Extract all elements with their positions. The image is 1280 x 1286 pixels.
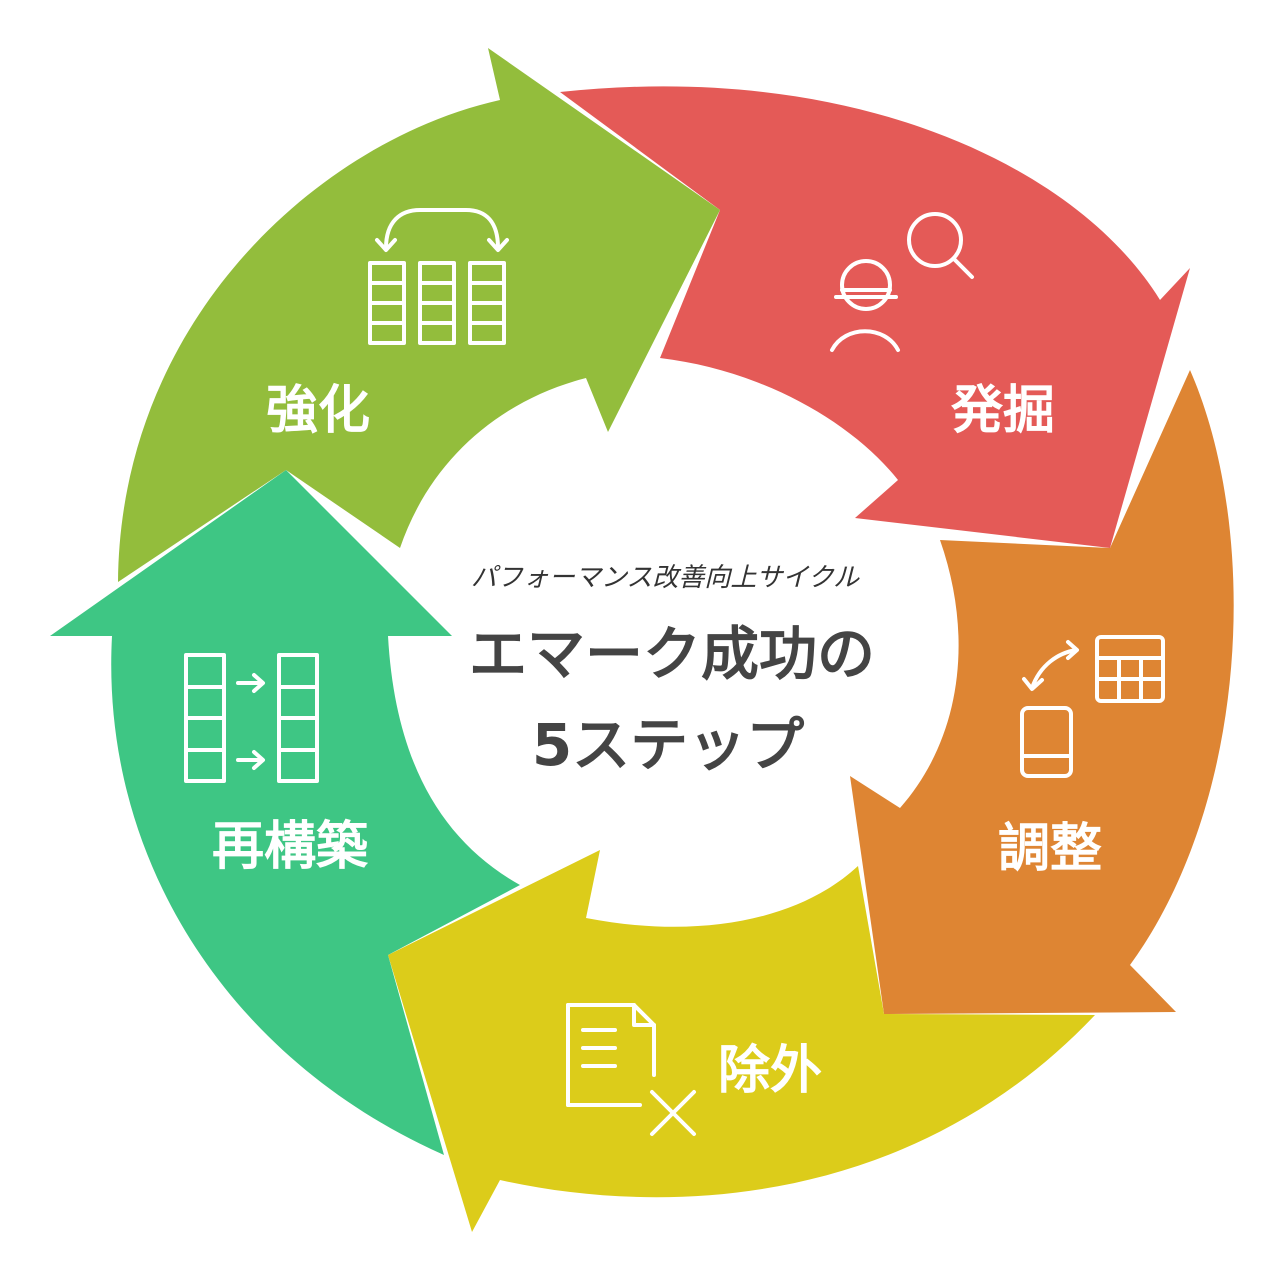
arrow-adjust xyxy=(850,370,1234,1014)
phone-table-sync-icon xyxy=(1020,635,1165,778)
arrow-discover xyxy=(560,86,1190,549)
step-label-strengthen: 強化 xyxy=(266,381,370,441)
columns-swap-icon xyxy=(368,208,509,345)
document-remove-icon xyxy=(566,1003,696,1136)
arrow-rebuild xyxy=(50,470,520,1155)
step-label-rebuild: 再構築 xyxy=(212,817,369,877)
step-label-adjust: 調整 xyxy=(998,819,1102,879)
step-adjust: 調整 xyxy=(850,370,1234,1014)
step-label-exclude: 除外 xyxy=(718,1041,822,1101)
step-rebuild: 再構築 xyxy=(50,470,520,1155)
worker-search-icon xyxy=(830,212,974,352)
arrow-exclude xyxy=(388,850,1095,1232)
step-label-discover: 発掘 xyxy=(951,381,1055,441)
cycle-title-line1: エマーク成功の xyxy=(469,620,875,688)
cycle-title-line2: 5ステップ xyxy=(532,711,804,779)
center-caption: パフォーマンス改善向上サイクル エマーク成功の 5ステップ xyxy=(469,563,875,779)
step-exclude: 除外 xyxy=(388,850,1095,1232)
columns-rebuild-icon xyxy=(184,653,319,783)
step-discover: 発掘 xyxy=(560,86,1190,549)
step-strengthen: 強化 xyxy=(118,48,720,582)
cycle-subtitle: パフォーマンス改善向上サイクル xyxy=(471,563,860,593)
